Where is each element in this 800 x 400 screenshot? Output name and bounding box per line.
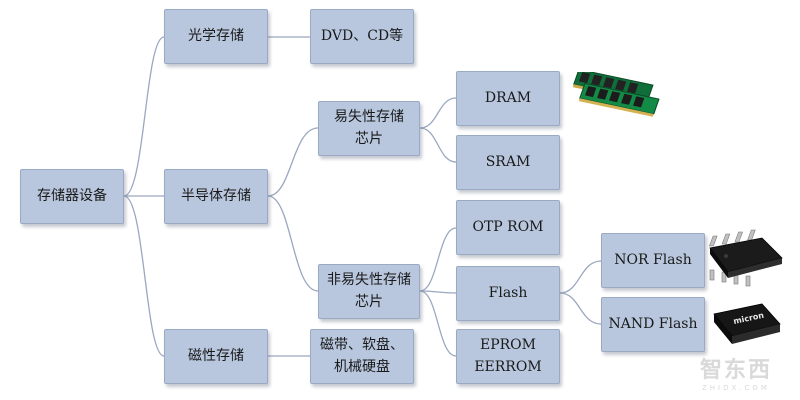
node-nand-flash: NAND Flash <box>601 297 705 352</box>
connector-semiconductor-volatile <box>267 127 319 197</box>
node-volatile-chip: 易失性存储 芯片 <box>318 101 420 156</box>
node-semiconductor-storage: 半导体存储 <box>164 169 268 224</box>
node-magnetic-storage: 磁性存储 <box>164 329 268 384</box>
node-optical-examples: DVD、CD等 <box>310 9 414 64</box>
connector-root-magnetic <box>123 195 165 357</box>
node-flash: Flash <box>456 266 560 321</box>
watermark: 智东西 ZHIDX.COM <box>700 352 772 392</box>
node-otp-rom: OTP ROM <box>456 200 560 255</box>
connector-flash-nand <box>559 292 602 325</box>
node-storage-devices: 存储器设备 <box>20 169 124 224</box>
watermark-subtext: ZHIDX.COM <box>702 384 770 392</box>
node-eprom-eerrom: EPROM EERROM <box>456 329 560 384</box>
ram-module-icon <box>572 72 660 117</box>
connector-root-optical <box>123 36 165 197</box>
micron-chip-icon: micron <box>713 303 781 344</box>
connector-volatile-sram <box>419 127 457 163</box>
node-nor-flash: NOR Flash <box>601 233 705 288</box>
connector-nonvolatile-otp <box>419 227 457 292</box>
connector-nonvolatile-flash <box>419 290 457 294</box>
node-magnetic-examples: 磁带、软盘、 机械硬盘 <box>310 329 414 384</box>
node-optical-storage: 光学存储 <box>164 9 268 64</box>
node-nonvolatile-chip: 非易失性存储 芯片 <box>318 264 420 319</box>
connector-flash-nor <box>559 260 602 294</box>
watermark-logo-text: 智东西 <box>699 358 772 383</box>
node-dram: DRAM <box>456 71 560 126</box>
soic-chip-icon <box>709 229 783 287</box>
connector-volatile-dram <box>419 97 457 129</box>
connector-semiconductor-nonvolatile <box>267 195 319 292</box>
connector-nonvolatile-eprom <box>419 290 457 357</box>
node-sram: SRAM <box>456 135 560 190</box>
